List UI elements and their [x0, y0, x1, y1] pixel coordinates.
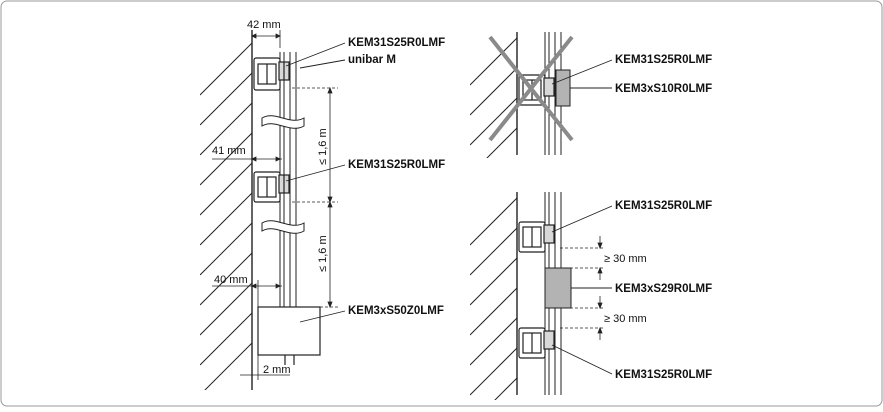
dim-42mm-lines	[251, 30, 281, 48]
wall-hatching-rt	[470, 37, 518, 158]
dim-41mm: 41 mm	[212, 145, 246, 157]
dim-2mm: 2 mm	[263, 364, 291, 376]
connector-rb	[544, 267, 572, 309]
middle-bracket-left	[253, 171, 290, 203]
dim-2mm-lines	[240, 355, 290, 380]
gap-lower: ≥ 30 mm	[604, 313, 647, 325]
label-top-bracket: KEM31S25R0LMF	[348, 37, 445, 49]
label-mid-bracket: KEM31S25R0LMF	[348, 159, 445, 171]
bracket-rb-bottom	[518, 327, 555, 359]
spacing-upper: ≤ 1,6 m	[317, 128, 329, 165]
spacing-lower: ≤ 1,6 m	[317, 235, 329, 272]
leader-lines-rt	[551, 59, 613, 89]
right-top-incorrect-view: KEM31S25R0LMF KEM3xS10R0LMF	[470, 32, 712, 158]
label-end-cap: KEM3xS50Z0LMF	[348, 305, 444, 317]
label-rb-top-bracket: KEM31S25R0LMF	[615, 200, 712, 212]
dim-41mm-lines	[212, 156, 282, 162]
gap-extension-lines	[560, 247, 605, 329]
label-rt-bracket: KEM31S25R0LMF	[615, 54, 712, 66]
wall-hatching-rb	[470, 197, 518, 400]
dim-42mm: 42 mm	[247, 19, 281, 31]
dim-40mm: 40 mm	[214, 274, 248, 286]
leader-lines-left	[285, 42, 346, 323]
leader-lines-rb	[551, 205, 613, 375]
connector-rt	[555, 69, 571, 107]
spacing-dimension-lines	[327, 86, 333, 309]
bracket-rb-top	[518, 221, 555, 253]
left-installation-view: 42 mm 41 mm 40 mm 2 mm	[200, 19, 445, 390]
spacing-extension-lines	[292, 87, 338, 308]
label-busbar: unibar M	[348, 54, 396, 66]
break-marks-left	[261, 115, 305, 234]
label-rb-connector: KEM3xS29R0LMF	[615, 283, 712, 295]
top-bracket-left	[253, 57, 290, 91]
gap-upper: ≥ 30 mm	[604, 253, 647, 265]
wall-hatching-left	[200, 42, 253, 390]
label-rt-connector: KEM3xS10R0LMF	[615, 83, 712, 95]
end-cap-left	[257, 306, 321, 365]
label-rb-bottom-bracket: KEM31S25R0LMF	[615, 369, 712, 381]
cross-out-mark	[488, 35, 574, 142]
gap-dimension-lines	[597, 236, 603, 340]
right-bottom-correct-view: ≥ 30 mm ≥ 30 mm KEM31S25R0LMF KEM3xS29R0…	[470, 192, 712, 400]
dim-40mm-lines	[212, 280, 282, 307]
